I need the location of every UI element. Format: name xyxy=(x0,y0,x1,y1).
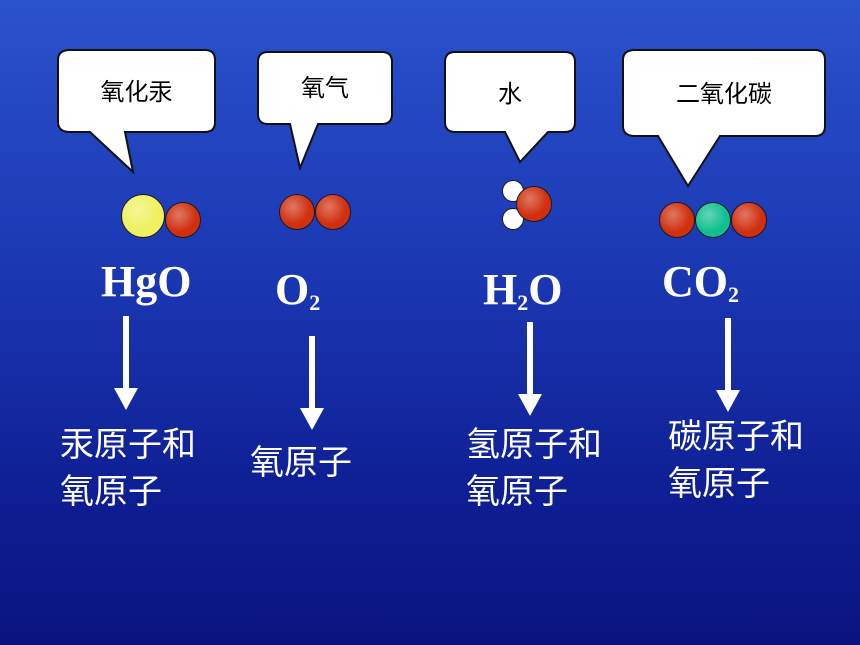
bubble-label-water: 水 xyxy=(498,80,522,108)
formula-carbon-dioxide: CO2 xyxy=(662,260,739,306)
formula-mercury-oxide: HgO xyxy=(101,260,191,304)
arrow-down-2 xyxy=(300,336,324,430)
description-line: 氧原子 xyxy=(60,471,162,512)
formula-water: H2O xyxy=(483,268,562,314)
bubble-label-mercury-oxide: 氧化汞 xyxy=(100,78,173,106)
oxygen-atom xyxy=(165,202,201,238)
description-line: 氧原子 xyxy=(250,443,352,483)
oxygen-atom xyxy=(315,194,351,230)
formula-main: H xyxy=(483,265,518,314)
carbon-atom xyxy=(695,202,731,238)
arrow-down-3 xyxy=(518,322,542,416)
mercury-atom xyxy=(121,194,165,238)
description-line: 氢原子和 xyxy=(466,425,602,465)
callout-bubble-water xyxy=(444,51,576,164)
formula-subscript: 2 xyxy=(517,290,529,315)
bubble-label-oxygen: 氧气 xyxy=(301,74,349,102)
arrow-down-4 xyxy=(716,318,740,412)
oxygen-atom xyxy=(731,202,767,238)
bubble-label-carbon-dioxide: 二氧化碳 xyxy=(676,80,772,108)
callout-bubble-carbon-dioxide xyxy=(622,49,826,188)
formula-main: CO xyxy=(662,257,728,306)
oxygen-atom xyxy=(279,194,315,230)
formula-subscript: 2 xyxy=(309,290,321,315)
formula-subscript: 2 xyxy=(728,282,739,307)
oxygen-atom xyxy=(516,186,552,222)
oxygen-atom xyxy=(659,202,695,238)
arrow-down-1 xyxy=(114,316,138,410)
description-line: 汞原子和 xyxy=(60,425,196,465)
hydrogen-atom xyxy=(502,208,524,230)
formula-main: HgO xyxy=(101,257,192,306)
description-line: 碳原子和 xyxy=(668,417,804,457)
callout-bubble-mercury-oxide xyxy=(57,49,216,175)
formula-tail: O xyxy=(528,265,563,314)
description-carbon-dioxide: 碳原子和 氧原子 xyxy=(668,414,804,508)
description-line: 氧原子 xyxy=(668,463,770,504)
description-oxygen: 氧原子 xyxy=(250,440,352,487)
formula-main: O xyxy=(275,265,310,314)
description-mercury-oxide: 汞原子和 氧原子 xyxy=(60,422,196,516)
formula-oxygen: O2 xyxy=(275,268,320,314)
callout-bubble-oxygen xyxy=(257,51,393,172)
description-water: 氢原子和 氧原子 xyxy=(466,422,602,516)
description-line: 氧原子 xyxy=(466,471,568,512)
